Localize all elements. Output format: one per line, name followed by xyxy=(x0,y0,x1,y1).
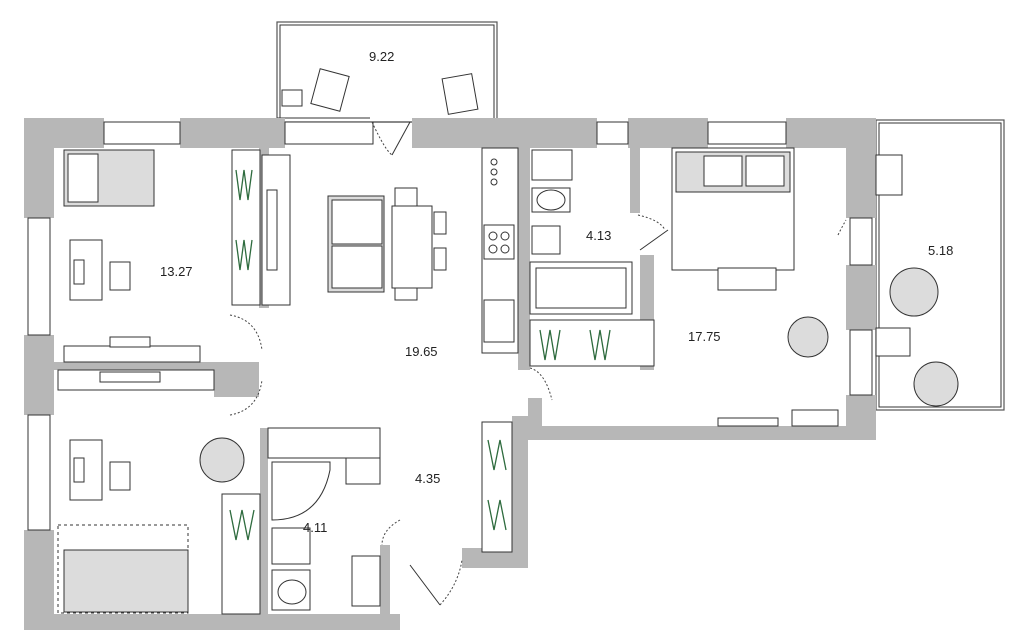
bathroom-bottom-fixtures xyxy=(267,427,381,611)
doors xyxy=(229,121,847,606)
bedroom-bottom-left-furniture xyxy=(57,369,261,615)
balcony-top-furniture xyxy=(281,68,479,115)
area-label-bedroom-top-left: 13.27 xyxy=(160,264,193,279)
area-label-bedroom-right: 17.75 xyxy=(688,329,721,344)
area-label-bathroom-top: 4.13 xyxy=(586,228,611,243)
area-label-balcony-top: 9.22 xyxy=(369,49,394,64)
area-label-hallway: 4.35 xyxy=(415,471,440,486)
walls xyxy=(24,118,876,630)
hallway-furniture xyxy=(481,421,513,553)
bedroom-right-furniture xyxy=(671,147,839,427)
bedroom-top-left-furniture xyxy=(63,149,291,363)
living-furniture xyxy=(327,147,519,354)
bathroom-top-fixtures xyxy=(529,149,655,367)
storage-accents xyxy=(229,169,611,541)
balcony-top xyxy=(276,21,498,123)
area-label-living-kitchen: 19.65 xyxy=(405,344,438,359)
area-label-balcony-right: 5.18 xyxy=(928,243,953,258)
area-label-bathroom-bottom: 4.11 xyxy=(303,520,327,535)
balcony-right-furniture xyxy=(875,154,959,407)
